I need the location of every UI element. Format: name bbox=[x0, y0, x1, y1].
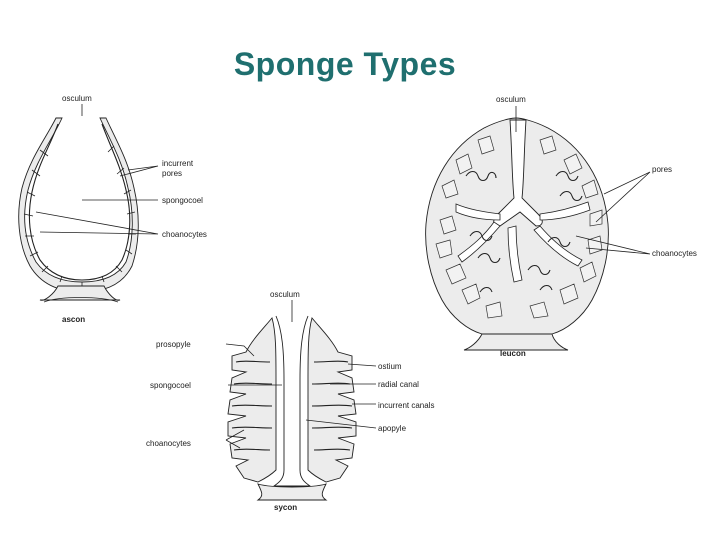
sycon-apopyle-label: apopyle bbox=[378, 424, 407, 433]
sycon-caption: sycon bbox=[274, 503, 297, 512]
leucon-osculum-label: osculum bbox=[496, 95, 526, 104]
sycon-incurrent-canals-label: incurrent canals bbox=[378, 401, 434, 410]
sycon-spongocoel-label: spongocoel bbox=[150, 381, 191, 390]
sycon-prosopyle-label: prosopyle bbox=[156, 340, 191, 349]
ascon-choanocytes-label: choanocytes bbox=[162, 230, 207, 239]
ascon-incurrent-pores-line2: pores bbox=[162, 169, 182, 178]
ascon-body bbox=[18, 117, 139, 303]
sycon-diagram: osculum prosopyle spongocoel choanocytes… bbox=[146, 290, 434, 512]
sycon-choanocytes-label: choanocytes bbox=[146, 439, 191, 448]
sycon-radial-canal-label: radial canal bbox=[378, 380, 419, 389]
leucon-diagram: osculum pores choanocytes leucon bbox=[425, 95, 697, 358]
ascon-caption: ascon bbox=[62, 315, 85, 324]
leucon-body bbox=[425, 117, 609, 351]
leucon-caption: leucon bbox=[500, 349, 526, 358]
sycon-ostium-label: ostium bbox=[378, 362, 402, 371]
sycon-body bbox=[227, 315, 357, 501]
slide-title: Sponge Types bbox=[233, 46, 457, 82]
ascon-spongocoel-label: spongocoel bbox=[162, 196, 203, 205]
leucon-pores-label: pores bbox=[652, 165, 672, 174]
leucon-choanocytes-label: choanocytes bbox=[652, 249, 697, 258]
ascon-osculum-label: osculum bbox=[62, 94, 92, 103]
sycon-osculum-label: osculum bbox=[270, 290, 300, 299]
ascon-incurrent-pores-line1: incurrent bbox=[162, 159, 194, 168]
